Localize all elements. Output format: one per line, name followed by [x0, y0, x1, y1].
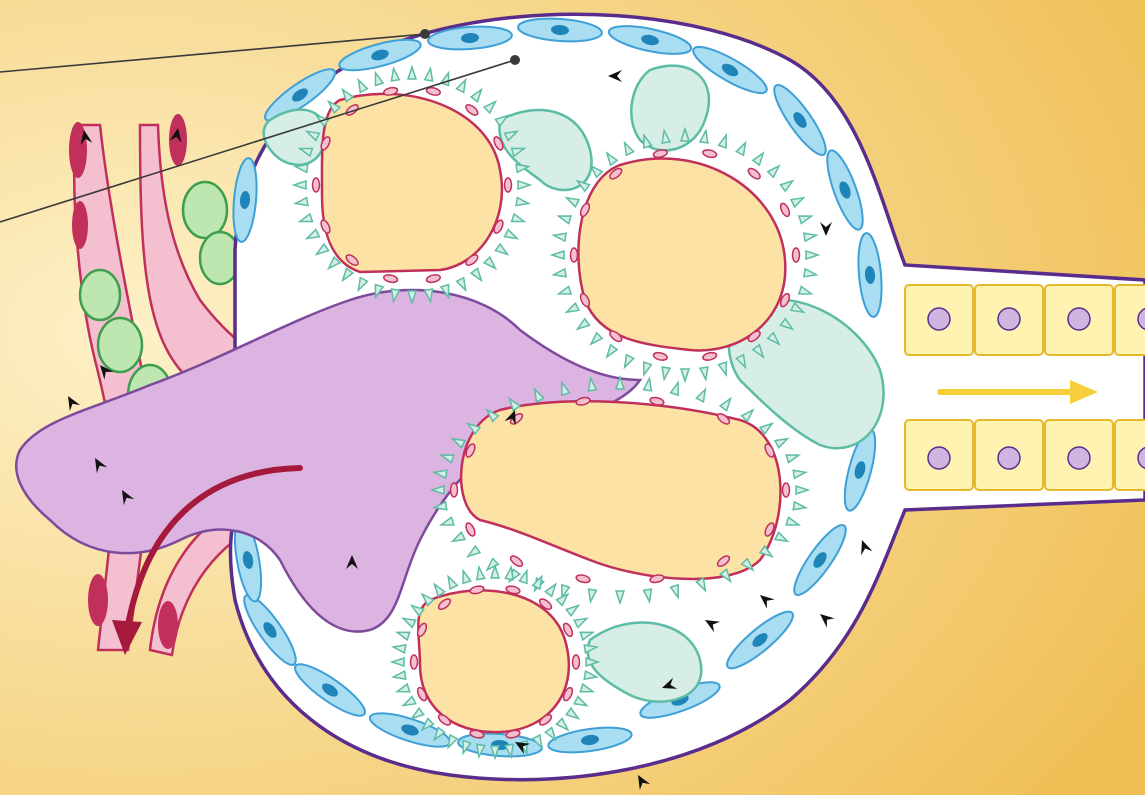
tubule-nucleus	[928, 447, 950, 469]
endothelial-nucleus	[313, 178, 320, 192]
tubule-nucleus	[1068, 447, 1090, 469]
capillary-loop	[418, 590, 569, 732]
tubule-nucleus	[1068, 308, 1090, 330]
smooth-muscle-cell	[158, 601, 178, 649]
tubule-nucleus	[998, 308, 1020, 330]
granular-cell	[183, 182, 227, 238]
endothelial-nucleus	[411, 655, 418, 669]
tubule-nucleus	[928, 308, 950, 330]
granular-cell	[98, 318, 142, 372]
endothelial-nucleus	[783, 483, 790, 497]
endothelial-nucleus	[451, 483, 458, 497]
endothelial-nucleus	[571, 248, 578, 262]
granular-cell	[80, 270, 120, 320]
tubule-nucleus	[998, 447, 1020, 469]
endothelial-nucleus	[793, 248, 800, 262]
smooth-muscle-cell	[88, 574, 108, 626]
endothelial-nucleus	[505, 178, 512, 192]
smooth-muscle-cell	[169, 114, 187, 166]
smooth-muscle-cell	[72, 201, 88, 249]
smooth-muscle-cell	[69, 122, 87, 178]
endothelial-nucleus	[573, 655, 580, 669]
